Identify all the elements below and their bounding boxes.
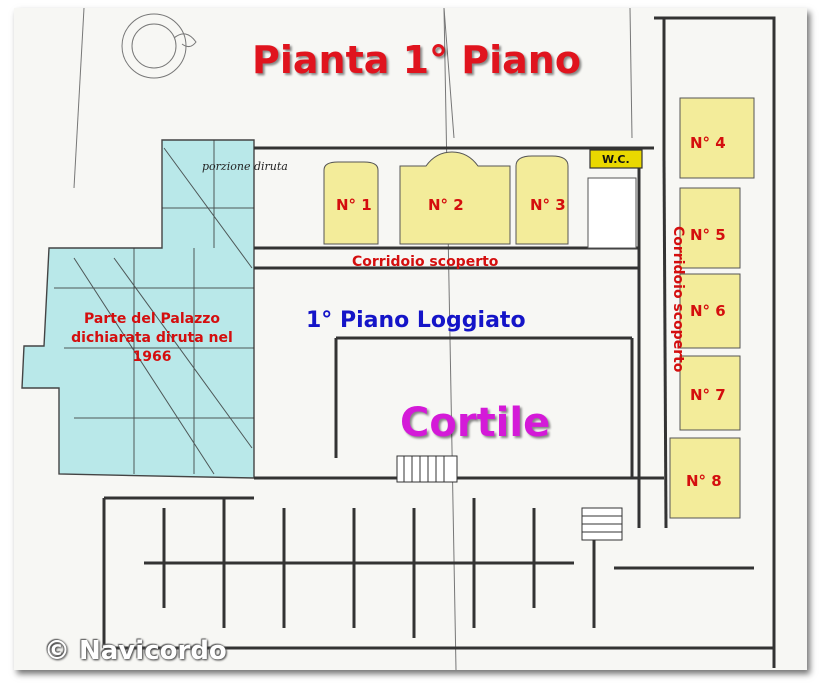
floor-plan-sheet: Pianta 1° Piano porzione diruta N° 1 N° … xyxy=(14,8,807,670)
municipal-stamp xyxy=(121,13,197,79)
room-6-label: N° 6 xyxy=(690,302,726,320)
room-3-area xyxy=(515,155,569,245)
room-7-label: N° 7 xyxy=(690,386,726,404)
room-6-area xyxy=(679,273,741,349)
corridor-vertical-label: Corridoio scoperto xyxy=(670,226,686,373)
floor-plan-drawing xyxy=(21,8,776,670)
room-5-label: N° 5 xyxy=(690,226,726,244)
corridor-horizontal-label: Corridoio scoperto xyxy=(352,254,499,270)
room-3-label: N° 3 xyxy=(530,196,566,214)
wc-label: W.C. xyxy=(602,153,630,166)
room-4-area xyxy=(679,97,755,179)
room-2-label: N° 2 xyxy=(428,196,464,214)
courtyard-label: Cortile xyxy=(400,400,551,446)
ruined-section-label: Parte del Palazzo dichiarata diruta nel … xyxy=(71,311,233,365)
copyright-watermark: © Navicordo xyxy=(44,636,227,666)
room-2-area xyxy=(399,151,511,245)
room-5-area xyxy=(679,187,741,269)
plan-title: Pianta 1° Piano xyxy=(252,38,581,82)
room-8-label: N° 8 xyxy=(686,472,722,490)
loggia-label: 1° Piano Loggiato xyxy=(306,308,526,333)
wc-area xyxy=(589,149,643,169)
room-4-label: N° 4 xyxy=(690,134,726,152)
room-1-label: N° 1 xyxy=(336,196,372,214)
sketch-note: porzione diruta xyxy=(202,160,288,173)
room-1-area xyxy=(323,161,379,245)
room-8-area xyxy=(669,437,741,519)
room-7-area xyxy=(679,355,741,431)
ruined-section-area xyxy=(21,139,255,479)
